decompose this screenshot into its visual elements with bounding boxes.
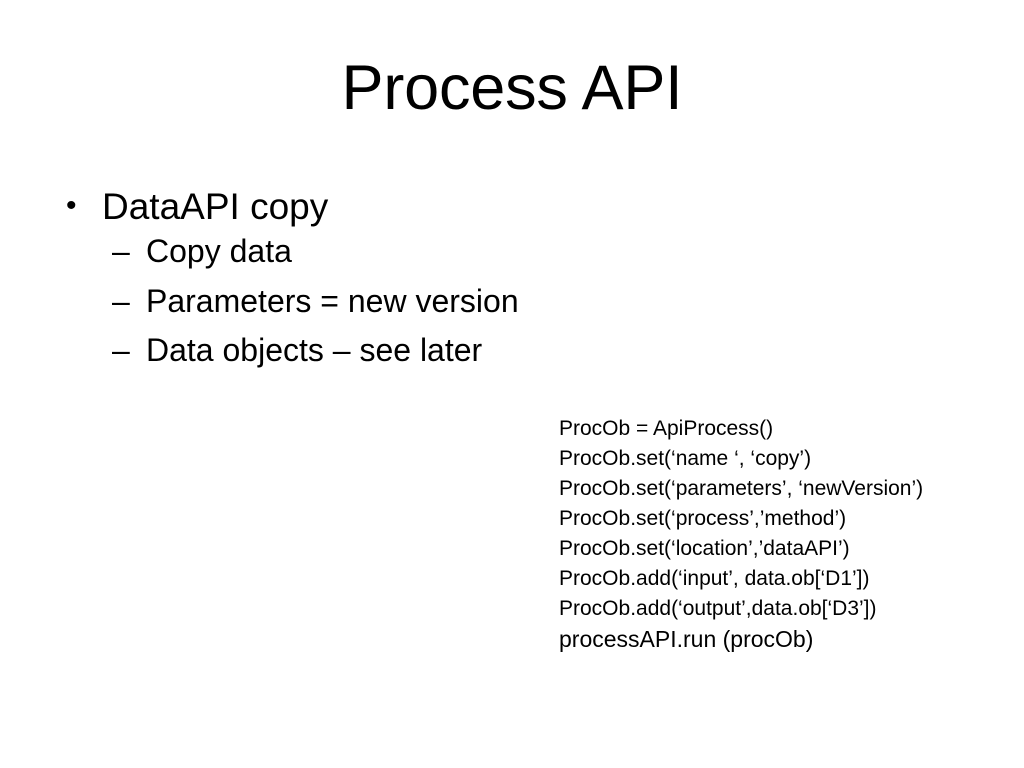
code-line: ProcOb.set(‘process’,’method’) (559, 507, 847, 530)
outline-list: • DataAPI copy – Copy data – Parameters … (56, 186, 576, 381)
dash-marker-icon: – (112, 233, 130, 270)
list-item-label: Parameters = new version (146, 282, 519, 319)
code-snippet-block: ProcOb = ApiProcess() ProcOb.set(‘name ‘… (559, 414, 999, 655)
list-item-level1: • DataAPI copy (56, 186, 576, 227)
code-line: ProcOb.set(‘name ‘, ‘copy’) (559, 447, 812, 470)
dash-marker-icon: – (112, 331, 130, 368)
list-item-label: DataAPI copy (102, 186, 329, 227)
code-line: ProcOb.set(‘location’,’dataAPI’) (559, 537, 850, 560)
bullet-marker-icon: • (66, 189, 77, 222)
code-line: ProcOb = ApiProcess() (559, 417, 774, 440)
list-item-level2: – Data objects – see later (56, 332, 576, 368)
list-item-label: Data objects – see later (146, 331, 483, 368)
code-line: ProcOb.add(‘input’, data.ob[‘D1’]) (559, 567, 870, 590)
page-title: Process API (341, 53, 683, 123)
list-item-label: Copy data (146, 233, 292, 270)
list-item-level2: – Copy data (56, 233, 576, 269)
code-line: ProcOb.add(‘output’,data.ob[‘D3’]) (559, 597, 877, 620)
code-line: processAPI.run (procOb) (559, 626, 814, 652)
code-line: ProcOb.set(‘parameters’, ‘newVersion’) (559, 477, 924, 500)
dash-marker-icon: – (112, 282, 130, 319)
list-item-level2: – Parameters = new version (56, 283, 576, 319)
